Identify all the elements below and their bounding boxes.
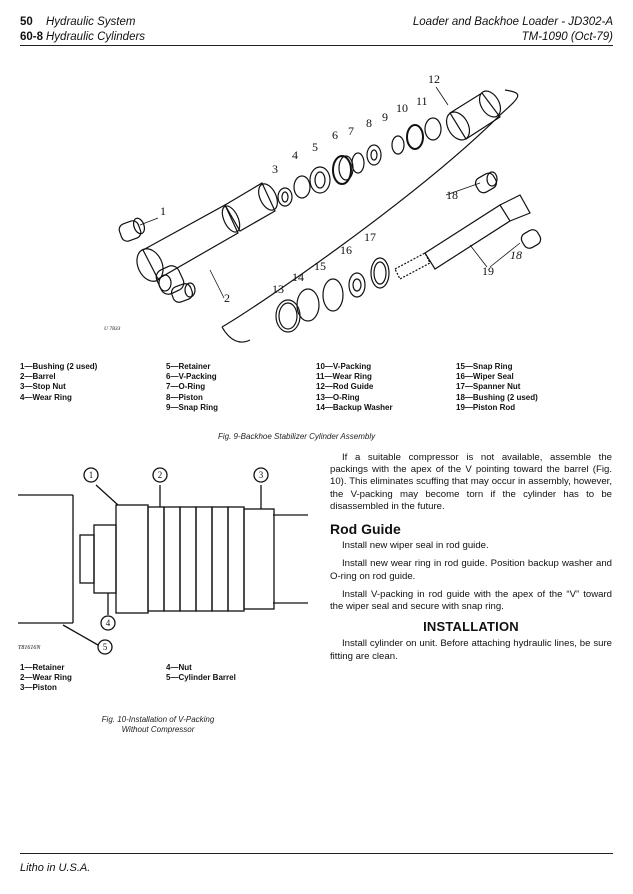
part-item: 1—Bushing (2 used) <box>20 362 98 371</box>
rod-guide-step-1: Install new wiper seal in rod guide. <box>342 540 489 552</box>
parts-column-4: 15—Snap Ring 16—Wiper Seal 17—Spanner Nu… <box>456 362 538 413</box>
part-item: 10—V-Packing <box>316 362 372 371</box>
callout-2: 2 <box>224 291 230 305</box>
document-title: Loader and Backhoe Loader - JD302-A <box>412 16 613 28</box>
intro-paragraph: If a suitable compressor is not availabl… <box>330 452 612 512</box>
rod-guide-step-3: Install V-packing in rod guide with the … <box>330 588 612 613</box>
callout-15: 15 <box>314 259 326 273</box>
plate-id-fig10: T81616N <box>18 645 41 651</box>
part-item: 15—Snap Ring <box>456 362 513 371</box>
callout-12: 12 <box>428 72 440 86</box>
part-item: 8—Piston <box>166 392 203 402</box>
figure-10-caption-line2: Without Compressor <box>121 725 195 734</box>
parts-column-3: 10—V-Packing 11—Wear Ring 12—Rod Guide 1… <box>316 362 393 413</box>
header-right-line2: TM-1090 (Oct-79) <box>522 30 613 44</box>
header-left-line1: 50 Hydraulic System <box>20 15 135 29</box>
figure-9-parts-list: 1—Bushing (2 used) 2—Barrel 3—Stop Nut 4… <box>20 362 620 417</box>
callout-13: 13 <box>272 282 284 296</box>
part-item: 14—Backup Washer <box>316 402 393 412</box>
installation-paragraph: Install cylinder on unit. Before attachi… <box>330 638 612 662</box>
parts-column-2: 5—Retainer 6—V-Packing 7—O-Ring 8—Piston… <box>166 362 218 413</box>
part-item: 2—Barrel <box>20 372 56 382</box>
part-item: 17—Spanner Nut <box>456 382 521 392</box>
callout-5: 5 <box>312 140 318 154</box>
parts-column-1: 1—Bushing (2 used) 2—Barrel 3—Stop Nut 4… <box>20 362 97 403</box>
header-right-line1: Loader and Backhoe Loader - JD302-A <box>413 15 613 29</box>
body-text-column: If a suitable compressor is not availabl… <box>330 452 612 663</box>
callout-11: 11 <box>416 94 428 108</box>
part-item: 4—Wear Ring <box>20 392 72 402</box>
callout-4: 4 <box>292 148 298 162</box>
callout-6: 6 <box>332 128 338 142</box>
page-header: 50 Hydraulic System Loader and Backhoe Lo… <box>20 15 613 45</box>
rod-guide-heading: Rod Guide <box>330 521 401 538</box>
callout-8: 8 <box>366 116 372 130</box>
callout-17: 17 <box>364 230 376 244</box>
header-rule <box>20 45 613 46</box>
fig10-callout-4: 4 <box>106 618 111 628</box>
figure-9-caption: Fig. 9-Backhoe Stabilizer Cylinder Assem… <box>218 432 376 441</box>
figure-10-vpacking-diagram: 1 2 3 4 5 T81616N <box>18 467 308 655</box>
figure-10-parts-list: 1—Retainer 2—Wear Ring 3—Piston 4—Nut 5—… <box>20 663 310 699</box>
callout-1: 1 <box>160 204 166 218</box>
part-item: 4—Nut <box>166 663 192 672</box>
plate-id-fig9: U 7833 <box>104 326 121 332</box>
callout-3: 3 <box>272 162 278 176</box>
rod-guide-step-2: Install new wear ring in rod guide. Posi… <box>330 558 612 582</box>
part-item: 12—Rod Guide <box>316 382 374 392</box>
part-item: 11—Wear Ring <box>316 372 372 382</box>
fig10-parts-column-2: 4—Nut 5—Cylinder Barrel <box>166 663 236 683</box>
figure-9-exploded-view: 1 2 3 4 5 6 7 8 9 10 11 12 13 14 15 16 1… <box>104 72 542 343</box>
callout-7: 7 <box>348 124 354 138</box>
sub-page-number: 60-8 <box>20 31 44 43</box>
part-item: 3—Piston <box>20 683 57 693</box>
part-item: 9—Snap Ring <box>166 402 219 412</box>
part-item: 16—Wiper Seal <box>456 372 514 382</box>
part-item: 5—Retainer <box>166 362 211 371</box>
part-item: 6—V-Packing <box>166 372 217 382</box>
part-item: 19—Piston Rod <box>456 402 516 412</box>
part-item: 7—O-Ring <box>166 382 206 392</box>
figure-10-caption-line1: Fig. 10-Installation of V-Packing <box>101 715 215 724</box>
callout-14: 14 <box>292 270 304 284</box>
installation-heading: INSTALLATION <box>423 619 519 635</box>
fig10-parts-column-1: 1—Retainer 2—Wear Ring 3—Piston <box>20 663 72 694</box>
footer-rule <box>20 853 613 854</box>
fig10-callout-1: 1 <box>89 470 94 480</box>
part-item: 13—O-Ring <box>316 392 360 402</box>
callout-18-lower: 18 <box>510 248 522 262</box>
manual-number: TM-1090 (Oct-79) <box>521 31 613 43</box>
page-number: 50 <box>20 16 33 28</box>
callout-18-upper: 18 <box>446 188 458 202</box>
part-item: 1—Retainer <box>20 663 65 672</box>
subsection-title: Hydraulic Cylinders <box>46 31 146 43</box>
footer-litho: Litho in U.S.A. <box>20 862 91 874</box>
callout-16: 16 <box>340 243 352 257</box>
callout-19: 19 <box>482 264 494 278</box>
fig10-callout-2: 2 <box>158 470 163 480</box>
part-item: 5—Cylinder Barrel <box>166 673 236 683</box>
figure-10-caption: Fig. 10-Installation of V-Packing Withou… <box>88 715 228 735</box>
section-title: Hydraulic System <box>46 16 136 28</box>
callout-10: 10 <box>396 101 408 115</box>
fig10-callout-5: 5 <box>103 642 108 652</box>
part-item: 3—Stop Nut <box>20 382 66 392</box>
part-item: 18—Bushing (2 used) <box>456 392 538 402</box>
part-item: 2—Wear Ring <box>20 673 72 683</box>
fig10-callout-3: 3 <box>259 470 264 480</box>
callout-9: 9 <box>382 110 388 124</box>
